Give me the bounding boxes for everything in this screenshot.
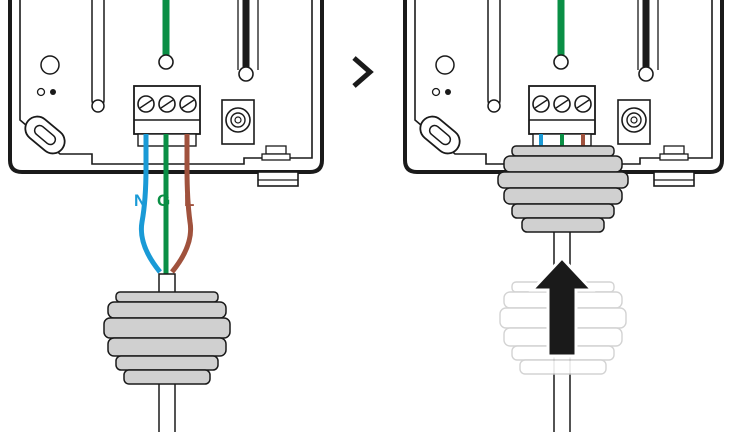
left-grommet	[103, 291, 231, 385]
neutral-label: N	[134, 191, 146, 210]
ground-label: G	[157, 191, 170, 210]
step-2-panel	[403, 0, 724, 432]
mount-hole	[40, 55, 60, 75]
right-terminal-block	[528, 85, 596, 148]
step-1-panel: N G L	[8, 0, 324, 432]
arrow-up-icon	[528, 255, 596, 358]
live-wire	[170, 134, 194, 274]
neutral-wire	[138, 134, 162, 274]
right-grommet	[497, 145, 629, 233]
chevron-right-icon	[352, 56, 374, 88]
left-terminal-block	[133, 85, 201, 147]
live-label: L	[184, 191, 194, 210]
